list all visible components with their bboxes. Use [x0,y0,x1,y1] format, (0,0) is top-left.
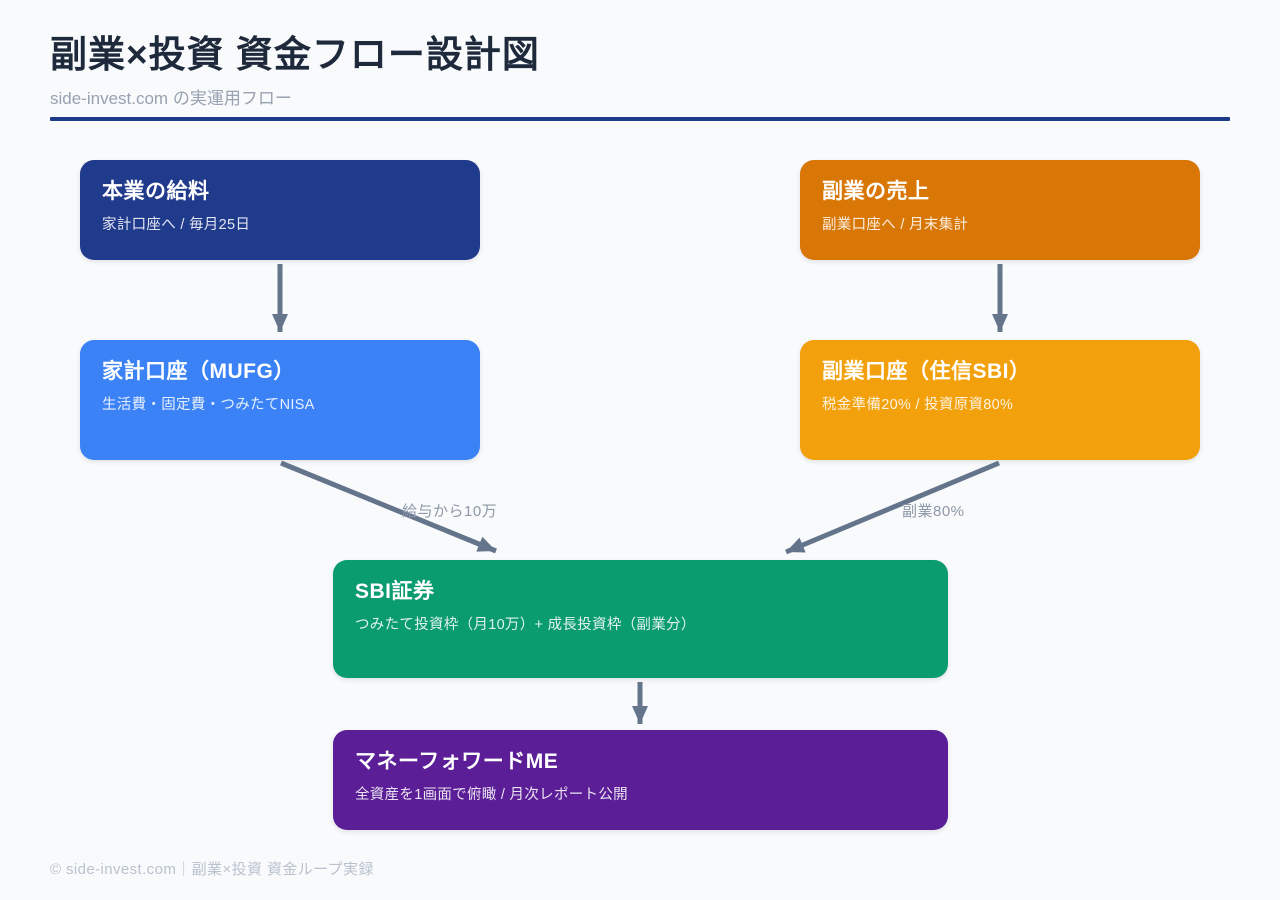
node-subtitle: つみたて投資枠（月10万）+ 成長投資枠（副業分） [355,617,696,634]
node-household-account: 家計口座（MUFG） 生活費・固定費・つみたてNISA [80,340,480,460]
node-title: マネーフォワードME [355,750,559,773]
arrow-sideaccount-to-sbi [785,460,1000,555]
node-side-revenue: 副業の売上 副業口座へ / 月末集計 [800,160,1200,260]
node-money-forward: マネーフォワードME 全資産を1画面で俯瞰 / 月次レポート公開 [333,730,948,830]
node-subtitle: 副業口座へ / 月末集計 [822,217,969,234]
node-title: 本業の給料 [102,180,210,203]
node-salary: 本業の給料 家計口座へ / 毎月25日 [80,160,480,260]
node-title: SBI証券 [355,580,435,603]
node-title: 副業口座（住信SBI） [822,360,1031,383]
node-title: 副業の売上 [822,180,930,203]
page-footer: © side-invest.com｜副業×投資 資金ループ実録 [50,861,374,878]
node-subtitle: 税金準備20% / 投資原資80% [822,397,1014,414]
title-divider [50,117,1230,121]
node-subtitle: 家計口座へ / 毎月25日 [102,217,251,234]
edge-label-salary-to-sbi: 給与から10万 [402,503,498,520]
node-side-account: 副業口座（住信SBI） 税金準備20% / 投資原資80% [800,340,1200,460]
page-subtitle: side-invest.com の実運用フロー [50,89,292,108]
node-title: 家計口座（MUFG） [102,360,295,383]
edge-label-side-to-sbi: 副業80% [902,503,965,520]
node-subtitle: 生活費・固定費・つみたてNISA [102,397,315,414]
page-title: 副業×投資 資金フロー設計図 [50,34,540,75]
node-sbi-securities: SBI証券 つみたて投資枠（月10万）+ 成長投資枠（副業分） [333,560,948,678]
node-subtitle: 全資産を1画面で俯瞰 / 月次レポート公開 [355,787,628,804]
